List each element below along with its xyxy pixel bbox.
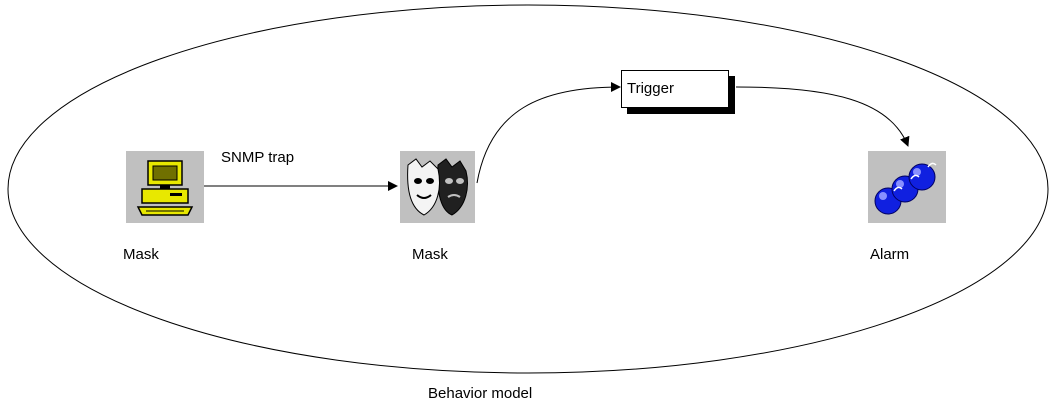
trigger-node: Trigger <box>621 70 729 108</box>
mask-node-label: Mask <box>412 246 448 263</box>
computer-terminal-icon <box>126 151 204 223</box>
theater-masks-icon <box>400 151 475 223</box>
behavior-model-label: Behavior model <box>428 385 533 402</box>
source-node-label: Mask <box>123 246 159 263</box>
trigger-to-alarm-arrow <box>735 86 910 147</box>
alarm-node-label: Alarm <box>870 246 910 263</box>
behavior-model-boundary <box>7 4 1049 374</box>
molecule-chain-icon <box>868 151 946 223</box>
snmp-trap-label: SNMP trap <box>221 149 295 166</box>
mask-to-trigger-arrow <box>476 82 621 184</box>
trigger-label: Trigger <box>627 80 674 97</box>
